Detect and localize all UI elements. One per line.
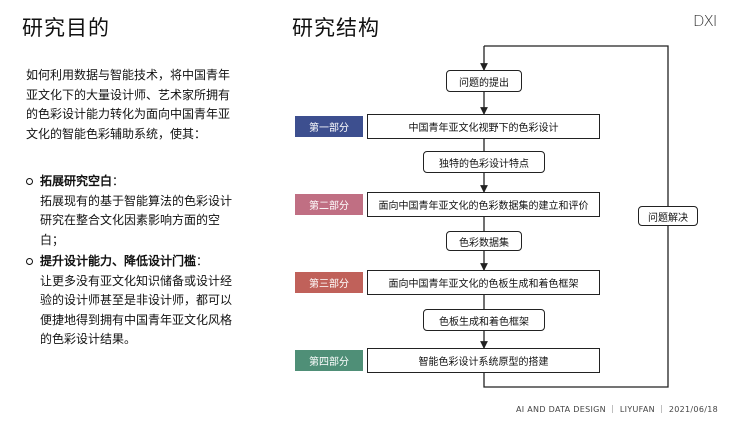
bullet-dot-icon	[26, 258, 33, 265]
flow-box-mid-1: 独特的色彩设计特点	[423, 151, 545, 173]
section-tag-1: 第一部分	[295, 116, 363, 137]
bullet-2-title: 提升设计能力、降低设计门槛	[40, 254, 197, 268]
section-box-3: 面向中国青年亚文化的色板生成和着色框架	[367, 270, 600, 295]
flow-box-problem: 问题的提出	[446, 70, 522, 92]
dxi-logo: DXI	[693, 12, 717, 30]
flow-box-mid-3: 色板生成和着色框架	[423, 309, 545, 331]
feedback-loop-line	[483, 45, 669, 388]
intro-paragraph: 如何利用数据与智能技术，将中国青年亚文化下的大量设计师、艺术家所拥有的色彩设计能…	[26, 68, 231, 141]
bullet-dot-icon	[26, 178, 33, 185]
bullet-2-colon: ：	[196, 254, 209, 268]
bullet-item-2: 提升设计能力、降低设计门槛： 让更多没有亚文化知识储备或设计经验的设计师甚至是非…	[26, 252, 236, 372]
section-box-4: 智能色彩设计系统原型的搭建	[367, 348, 600, 373]
flow-box-mid-2: 色彩数据集	[446, 231, 522, 251]
left-title: 研究目的	[22, 16, 110, 40]
right-title: 研究结构	[292, 16, 380, 40]
section-box-2: 面向中国青年亚文化的色彩数据集的建立和评价	[367, 192, 600, 217]
section-tag-3: 第三部分	[295, 272, 363, 293]
loop-box-solve: 问题解决	[638, 206, 698, 226]
bullet-1-colon: ：	[112, 174, 125, 188]
footer-credits: AI AND DATA DESIGN ｜ LIYUFAN ｜ 2021/06/1…	[516, 405, 718, 414]
section-tag-2: 第二部分	[295, 194, 363, 215]
bullet-item-1: 拓展研究空白： 拓展现有的基于智能算法的色彩设计研究在整合文化因素影响方面的空白…	[26, 172, 236, 252]
bullet-1-body: 拓展现有的基于智能算法的色彩设计研究在整合文化因素影响方面的空白；	[40, 193, 233, 247]
bullet-2-body: 让更多没有亚文化知识储备或设计经验的设计师甚至是非设计师，都可以便捷地得到拥有中…	[40, 273, 233, 347]
section-box-1: 中国青年亚文化视野下的色彩设计	[367, 114, 600, 139]
bullet-1-title: 拓展研究空白	[40, 174, 113, 188]
section-tag-4: 第四部分	[295, 350, 363, 371]
